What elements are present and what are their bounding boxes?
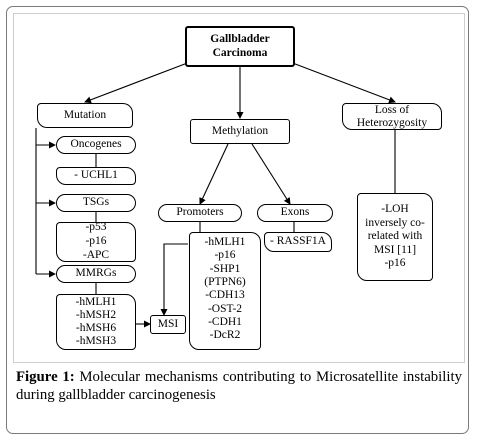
- node-exons-list: - RASSF1A: [264, 232, 332, 252]
- promoters-item: -CDH13: [205, 289, 245, 302]
- diagram-panel: [13, 13, 465, 363]
- figure-frame: [6, 6, 469, 434]
- promoters-item: -p16: [214, 249, 236, 262]
- node-loss-of-heterozygosity: Loss of Heterozygosity: [342, 103, 442, 130]
- node-methylation-label: Methylation: [211, 124, 269, 137]
- loh-item: inversely co-: [365, 216, 425, 229]
- node-tsgs: TSGs: [56, 194, 136, 212]
- tsgs-item: -APC: [82, 248, 110, 261]
- node-msi: MSI: [150, 315, 186, 334]
- loh-item: -LOH: [381, 203, 409, 216]
- node-mutation-label: Mutation: [63, 108, 107, 121]
- node-oncogenes: Oncogenes: [56, 136, 136, 154]
- node-mmrgs: MMRGs: [56, 265, 136, 283]
- node-gallbladder-carcinoma: Gallbladder Carcinoma: [185, 26, 295, 67]
- node-mutation: Mutation: [37, 103, 133, 128]
- node-loh-list: -LOH inversely co- related with MSI [11]…: [357, 193, 433, 281]
- node-gallbladder-carcinoma-label: Gallbladder Carcinoma: [210, 33, 270, 59]
- promoters-item: -hMLH1: [204, 236, 246, 248]
- promoters-item: (PTPN6): [204, 275, 246, 288]
- node-loss-of-heterozygosity-label: Loss of Heterozygosity: [356, 104, 428, 129]
- node-exons-label: Exons: [280, 206, 310, 219]
- node-tsgs-list: -p53 -p16 -APC: [56, 221, 136, 262]
- figure-caption-text: Molecular mechanisms contributing to Mic…: [16, 369, 463, 403]
- node-oncogenes-label: Oncogenes: [70, 138, 122, 151]
- figure-caption: Figure 1: Molecular mechanisms contribut…: [16, 368, 462, 404]
- node-msi-label: MSI: [157, 317, 179, 330]
- tsgs-item: -p16: [85, 235, 107, 248]
- node-promoters: Promoters: [158, 204, 242, 222]
- loh-item: -p16: [384, 257, 406, 270]
- mmrgs-item: -hMSH3: [75, 335, 117, 348]
- promoters-item: -CDH1: [208, 315, 242, 328]
- node-promoters-list: -hMLH1 -p16 -SHP1 (PTPN6) -CDH13 -OST-2 …: [189, 232, 261, 350]
- mmrgs-item: -hMLH1: [75, 295, 117, 308]
- mmrgs-item: -hMSH6: [75, 322, 117, 334]
- promoters-item: -DcR2: [209, 329, 241, 342]
- exons-item: - RASSF1A: [270, 235, 326, 248]
- tsgs-item: -p53: [85, 221, 107, 234]
- node-oncogenes-list: - UCHL1: [56, 167, 136, 185]
- oncogenes-item: - UCHL1: [74, 169, 118, 182]
- node-mmrgs-list: -hMLH1 -hMSH2 -hMSH6 -hMSH3: [56, 294, 136, 350]
- node-tsgs-label: TSGs: [82, 196, 110, 209]
- loh-item: MSI [11]: [373, 243, 417, 256]
- loh-item: related with: [367, 230, 423, 243]
- node-mmrgs-label: MMRGs: [75, 267, 117, 280]
- promoters-item: -SHP1: [209, 262, 241, 275]
- node-exons: Exons: [257, 204, 333, 222]
- mmrgs-item: -hMSH2: [75, 308, 117, 321]
- node-methylation: Methylation: [190, 119, 290, 144]
- promoters-item: -OST-2: [207, 302, 243, 315]
- figure-label: Figure 1:: [16, 369, 75, 385]
- node-promoters-label: Promoters: [176, 206, 224, 219]
